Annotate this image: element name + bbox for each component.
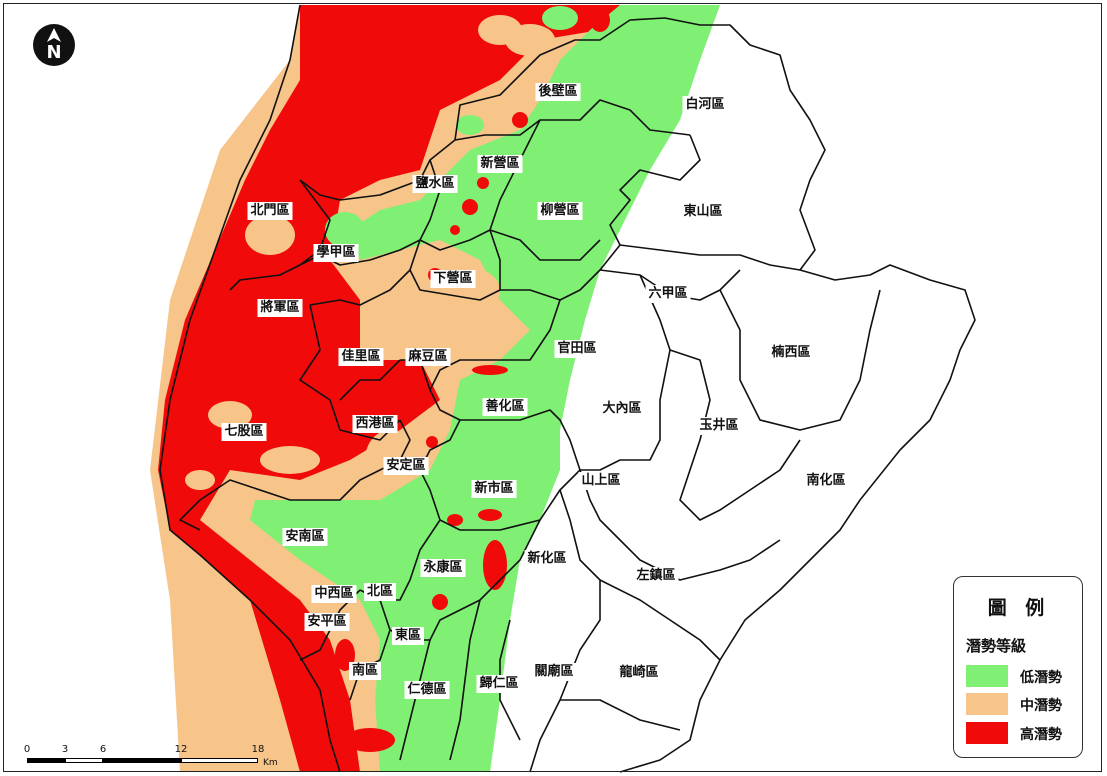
district-label-shanhua: 善化區: [482, 398, 528, 416]
scale-segment: [65, 758, 103, 763]
district-label-liujia: 六甲區: [645, 285, 691, 303]
scale-tick: 18: [251, 744, 265, 755]
district-label-guanmiao: 關廟區: [531, 663, 577, 681]
zone-high-spot: [450, 225, 460, 235]
district-label-annan: 安南區: [282, 528, 328, 546]
scale-segment: [27, 758, 65, 763]
zone-medium-patch: [505, 24, 555, 56]
district-label-nanxi: 楠西區: [768, 344, 814, 362]
district-label-east: 東區: [391, 627, 425, 645]
map-border: [3, 3, 1102, 772]
zone-high-spot: [477, 177, 489, 189]
district-label-yujing: 玉井區: [696, 417, 742, 435]
zone-low-patch: [395, 620, 485, 740]
district-label-xinhua: 新化區: [524, 550, 570, 568]
zone-low: [250, 5, 720, 772]
zone-high-spot: [472, 365, 508, 375]
scale-segment: [103, 758, 181, 763]
district-label-yanshui: 鹽水區: [412, 175, 458, 193]
district-label-qigu: 七股區: [221, 423, 267, 441]
district-label-zuozhen: 左鎮區: [633, 567, 679, 585]
legend-title: 圖 例: [987, 597, 1051, 619]
district-label-madou: 麻豆區: [405, 348, 451, 366]
legend-swatch-high: [966, 722, 1008, 744]
district-label-nanhua: 南化區: [803, 472, 849, 490]
zone-high-coast: [158, 5, 620, 772]
scale-segment: [181, 758, 258, 763]
zone-medium-patch: [185, 470, 215, 490]
district-label-longqi: 龍崎區: [616, 664, 662, 682]
district-label-dongshan: 東山區: [680, 203, 726, 221]
scale-tick: 12: [174, 744, 188, 755]
legend-subtitle: 潛勢等級: [966, 637, 1027, 655]
zone-high-spot: [432, 594, 448, 610]
north-arrow-icon: N: [31, 22, 77, 68]
district-label-baihe: 白河區: [682, 96, 728, 114]
zone-high-spot: [512, 112, 528, 128]
district-label-anping: 安平區: [304, 613, 350, 631]
district-label-houbi: 後壁區: [535, 83, 581, 101]
zone-low-patch: [456, 115, 484, 135]
zone-low-patch: [325, 212, 365, 248]
district-label-north: 北區: [363, 583, 397, 601]
scale-unit: Km: [263, 758, 278, 768]
legend-swatch-medium: [966, 693, 1008, 715]
scale-bar: 0 3 6 12 18 Km: [20, 744, 290, 772]
district-label-yongkang: 永康區: [420, 559, 466, 577]
zone-medium-patch: [245, 215, 295, 255]
district-boundaries: [159, 4, 976, 773]
scale-tick: 0: [23, 744, 31, 755]
legend-label-high: 高潛勢: [1020, 727, 1062, 743]
zone-medium-patch: [260, 446, 320, 474]
district-label-guiren: 歸仁區: [476, 675, 522, 693]
district-label-jiali: 佳里區: [338, 348, 384, 366]
district-label-shanshang: 山上區: [578, 472, 624, 490]
district-label-danei: 大內區: [599, 400, 645, 418]
district-label-south: 南區: [348, 662, 382, 680]
district-label-rende: 仁德區: [404, 681, 450, 699]
svg-text:N: N: [46, 42, 61, 63]
district-label-xuejia: 學甲區: [313, 244, 359, 262]
district-label-anding: 安定區: [383, 457, 429, 475]
scale-tick: 6: [99, 744, 107, 755]
district-label-guantian: 官田區: [554, 340, 600, 358]
district-label-westcentral: 中西區: [311, 585, 357, 603]
zone-high-spot: [447, 514, 463, 526]
district-label-beimen: 北門區: [247, 202, 293, 220]
legend-swatch-low: [966, 665, 1008, 687]
zone-high-spot: [426, 436, 438, 448]
zone-medium-patch: [208, 401, 252, 429]
zone-medium-patch: [590, 8, 610, 32]
zone-low-patch: [542, 6, 578, 30]
zone-high-spot: [478, 509, 502, 521]
scale-tick: 3: [61, 744, 69, 755]
legend-label-low: 低潛勢: [1020, 670, 1062, 686]
district-label-xinshi: 新市區: [471, 480, 517, 498]
zone-high-spot: [345, 728, 395, 752]
district-label-xinying: 新營區: [477, 155, 523, 173]
zone-high-spot: [483, 540, 507, 590]
district-label-xiaying: 下營區: [430, 270, 476, 288]
district-label-liuying: 柳營區: [537, 202, 583, 220]
legend: 圖 例 潛勢等級 低潛勢 中潛勢 高潛勢: [953, 576, 1083, 758]
legend-label-medium: 中潛勢: [1020, 698, 1062, 714]
district-label-jiangjun: 將軍區: [257, 299, 303, 317]
zone-high-spot: [462, 199, 478, 215]
district-label-xigang: 西港區: [352, 415, 398, 433]
zone-medium-patch: [395, 300, 465, 360]
